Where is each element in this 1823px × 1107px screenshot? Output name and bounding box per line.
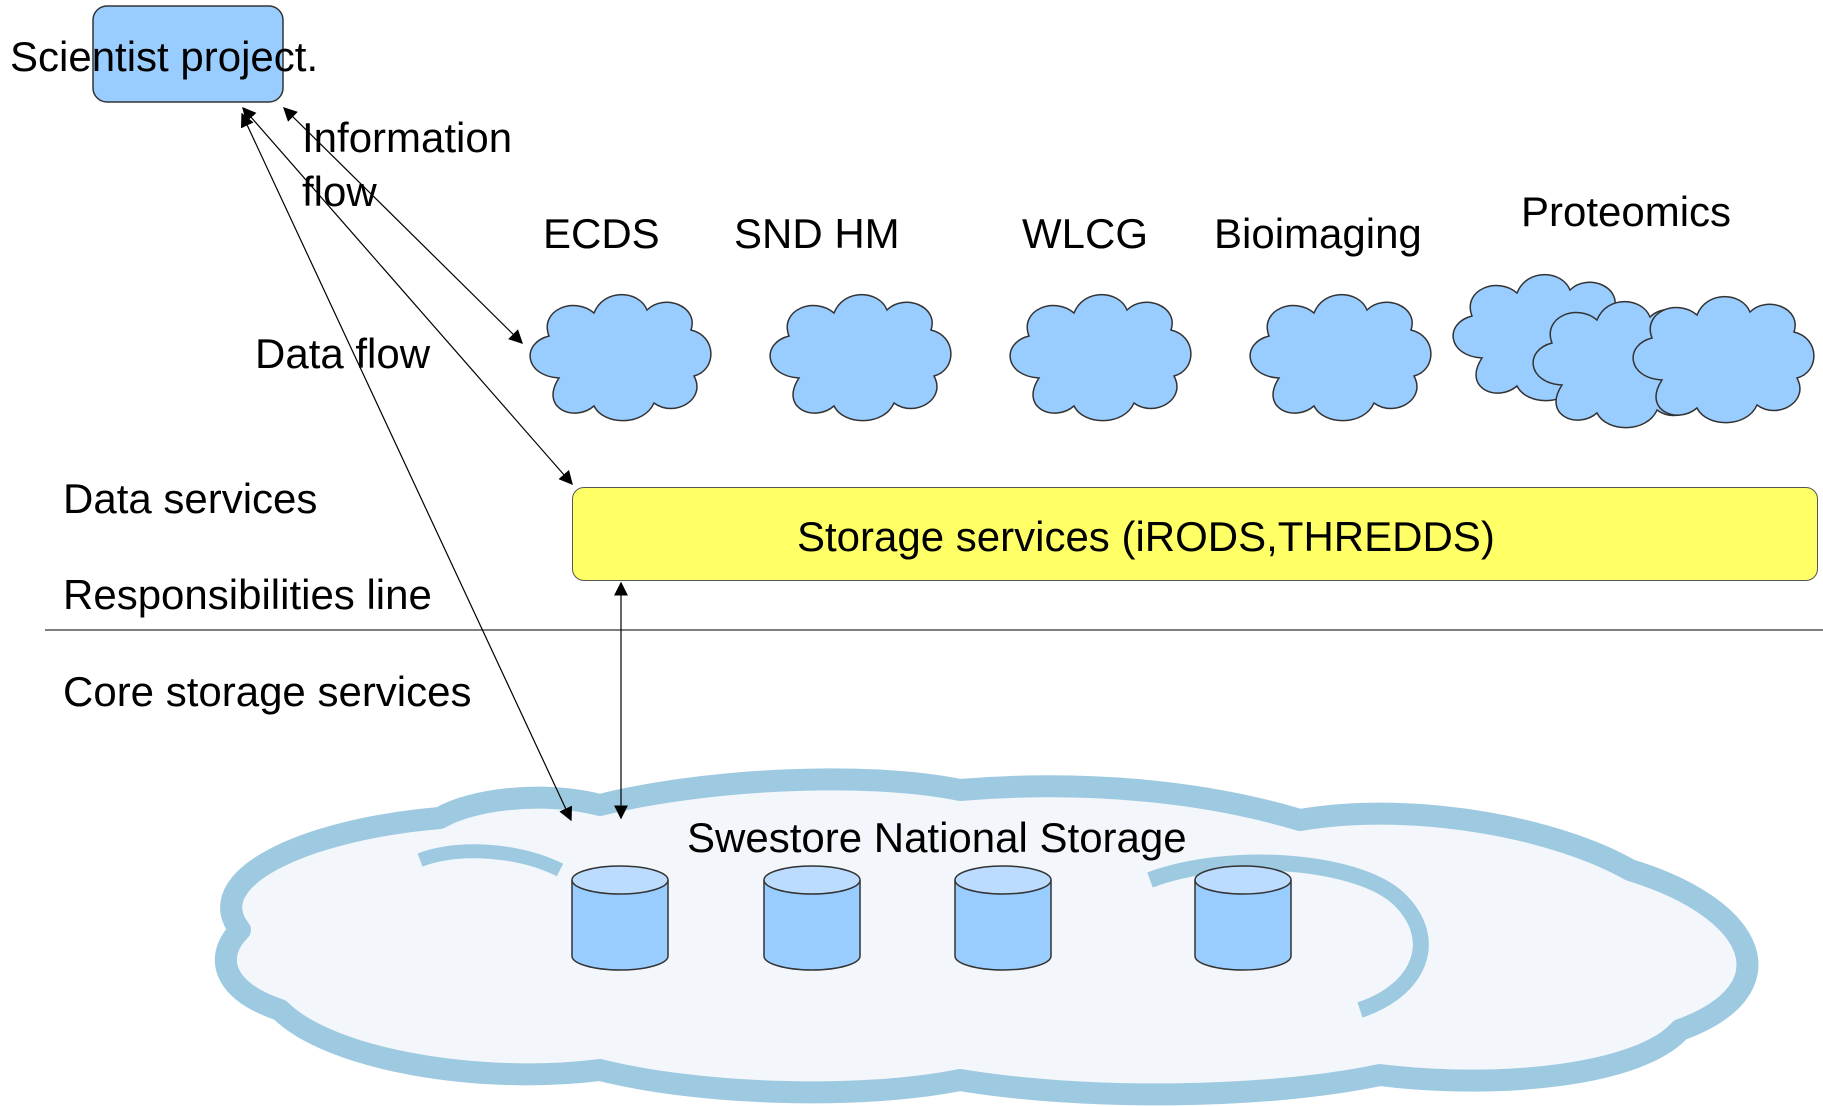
national-storage-label: Swestore National Storage: [687, 814, 1187, 861]
storage-services-box: [572, 487, 1818, 581]
information-flow-label-line1: Information: [302, 114, 513, 161]
service-label-proteomics: Proteomics: [1521, 188, 1732, 235]
cloud-icon-proteomics-3: [1632, 295, 1815, 424]
service-label-bioimaging: Bioimaging: [1214, 210, 1422, 257]
scientist-project-box: [92, 5, 284, 103]
cloud-icon-bioimaging: [1249, 293, 1432, 422]
data-flow-label: Data flow: [255, 330, 431, 377]
cloud-icon-wlcg: [1009, 293, 1192, 422]
layer-label-responsibilities: Responsibilities line: [63, 571, 432, 618]
cloud-icon-ecds: [529, 293, 712, 422]
scientist-project-label: Scientist project.: [10, 33, 319, 80]
layer-label-data-services: Data services: [63, 475, 318, 522]
data-flow-arrow-to-storage: [242, 106, 573, 486]
service-label-wlcg: WLCG: [1022, 210, 1148, 257]
cloud-icon-snd-hm: [769, 293, 952, 422]
storage-disk-icon: [571, 865, 669, 971]
service-label-ecds: ECDS: [543, 210, 660, 257]
storage-disk-icon: [763, 865, 861, 971]
layer-label-core-storage: Core storage services: [63, 668, 472, 715]
storage-disk-icon: [954, 865, 1052, 971]
storage-services-label: Storage services (iRODS,THREDDS): [797, 513, 1495, 560]
storage-disk-icon: [1194, 865, 1292, 971]
data-flow-arrow-to-national: [240, 112, 573, 822]
information-flow-label-line2: flow: [302, 168, 377, 215]
service-label-snd-hm: SND HM: [734, 210, 900, 257]
